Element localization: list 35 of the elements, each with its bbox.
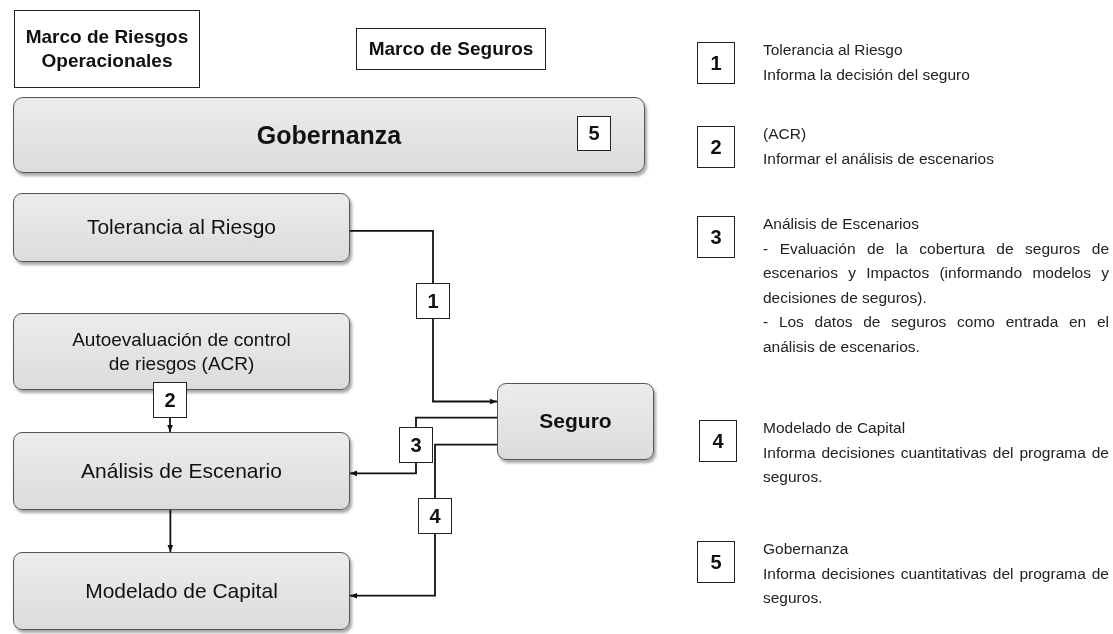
arrow <box>432 318 498 405</box>
process-box: Análisis de Escenario <box>13 432 350 510</box>
arrow <box>349 462 417 477</box>
number-box: 1 <box>416 283 450 319</box>
arrow <box>349 533 436 599</box>
number-box: 2 <box>153 382 187 418</box>
note-text: Informa decisiones cuantitativas del programa de seguros. <box>763 442 1109 487</box>
note-text: Informar el análisis de escenarios <box>763 148 995 169</box>
note-text: Gobernanza <box>763 539 850 559</box>
note-text: (ACR) <box>763 124 808 144</box>
process-box <box>13 97 645 173</box>
number-box: 3 <box>399 427 433 463</box>
number-box: 3 <box>697 216 735 258</box>
note-text: Informa la decisión del seguro <box>763 64 971 85</box>
note-text: Análisis de Escenarios <box>763 214 920 234</box>
note-text: Modelado de Capital <box>763 418 907 438</box>
box-heading: Gobernanza <box>256 120 402 150</box>
arrow <box>167 417 173 433</box>
number-box: 5 <box>577 116 611 151</box>
number-box: 1 <box>697 42 735 84</box>
process-box: Autoevaluación de control de riesgos (ACR) <box>13 313 350 390</box>
title-box: Marco de Riesgos Operacionales <box>14 10 200 88</box>
process-box: Tolerancia al Riesgo <box>13 193 350 262</box>
number-box: 2 <box>697 126 735 168</box>
note-text: Informa decisiones cuantitativas del programa de seguros. <box>763 563 1109 608</box>
note-text: - Evaluación de la cobertura de seguros de escenarios y Impactos (informando modelos y decisiones de seguros). <box>763 238 1109 308</box>
process-box: Seguro <box>497 383 654 460</box>
number-box: 4 <box>699 420 737 462</box>
number-box: 5 <box>697 541 735 583</box>
arrow <box>167 509 174 553</box>
title-box: Marco de Seguros <box>356 28 546 70</box>
number-box: 4 <box>418 498 452 534</box>
note-text: - Los datos de seguros como entrada en el análisis de escenarios. <box>763 312 1109 357</box>
process-box: Modelado de Capital <box>13 552 350 630</box>
note-text: Tolerancia al Riesgo <box>763 40 904 60</box>
